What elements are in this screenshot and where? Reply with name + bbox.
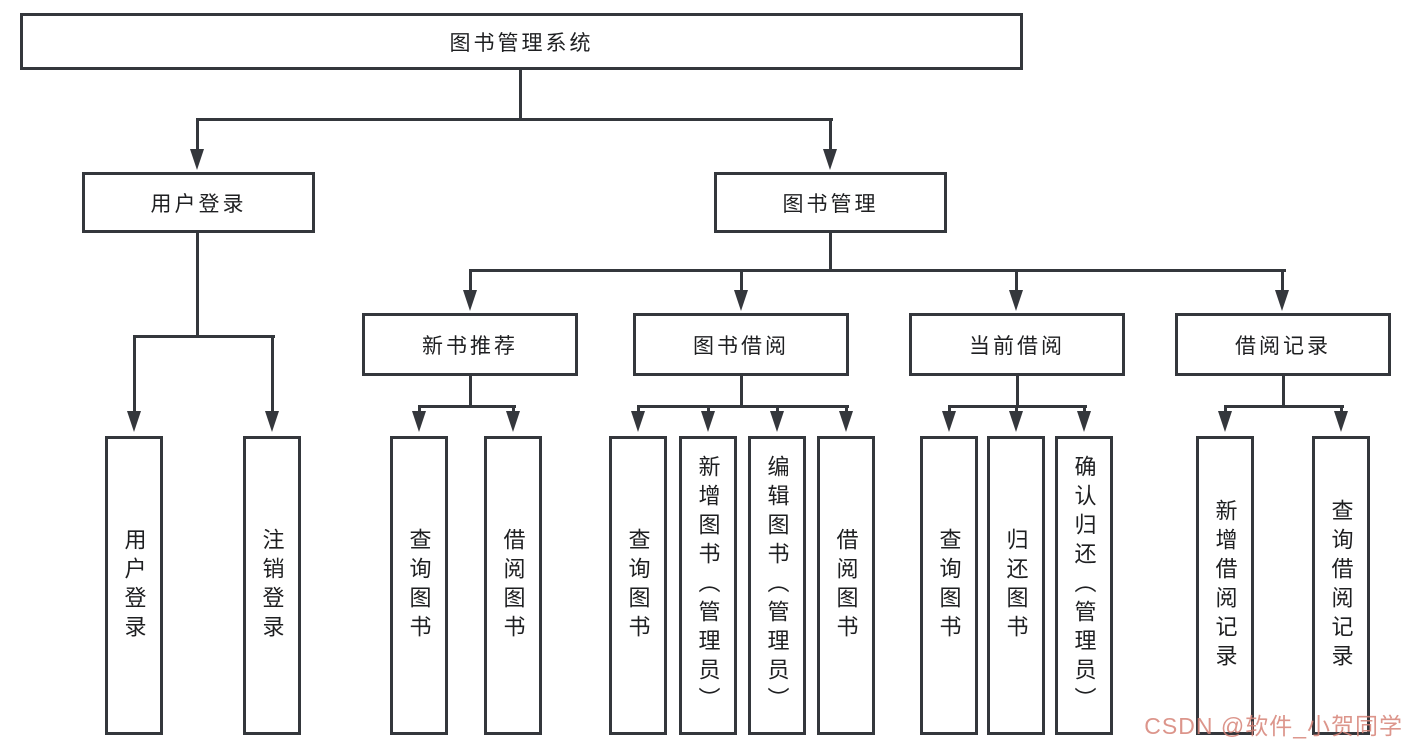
node-label: 查询图书 bbox=[936, 527, 962, 644]
connector-line bbox=[196, 118, 833, 121]
node-borrow-records: 借阅记录 bbox=[1175, 313, 1391, 376]
node-current-borrow: 当前借阅 bbox=[909, 313, 1125, 376]
node-new-book-recommend: 新书推荐 bbox=[362, 313, 578, 376]
connector-line bbox=[740, 374, 743, 407]
leaf-user-login: 用户登录 bbox=[105, 436, 163, 735]
arrowhead-icon bbox=[770, 411, 784, 432]
connector-line bbox=[740, 269, 743, 294]
node-label: 编辑图书（管理员） bbox=[764, 455, 790, 716]
node-library-management-system: 图书管理系统 bbox=[20, 13, 1023, 70]
arrowhead-icon bbox=[701, 411, 715, 432]
leaf-add-borrow-record: 新增借阅记录 bbox=[1196, 436, 1254, 735]
node-label: 新书推荐 bbox=[422, 334, 518, 358]
node-label: 归还图书 bbox=[1003, 527, 1029, 644]
leaf-confirm-return-admin: 确认归还（管理员） bbox=[1055, 436, 1113, 735]
connector-line bbox=[637, 405, 640, 414]
connector-line bbox=[469, 269, 472, 294]
node-label: 查询借阅记录 bbox=[1328, 498, 1354, 673]
connector-line bbox=[1083, 405, 1086, 414]
leaf-query-borrow-record: 查询借阅记录 bbox=[1312, 436, 1370, 735]
leaf-add-books-admin: 新增图书（管理员） bbox=[679, 436, 737, 735]
node-label: 确认归还（管理员） bbox=[1071, 455, 1097, 716]
node-label: 新增借阅记录 bbox=[1212, 498, 1238, 673]
connector-line bbox=[133, 335, 136, 414]
connector-line bbox=[707, 405, 710, 414]
node-user-login: 用户登录 bbox=[82, 172, 315, 233]
node-label: 借阅图书 bbox=[500, 527, 526, 644]
leaf-logout: 注销登录 bbox=[243, 436, 301, 735]
connector-line bbox=[519, 69, 522, 120]
connector-line bbox=[1224, 405, 1227, 414]
connector-line bbox=[829, 232, 832, 271]
arrowhead-icon bbox=[1218, 411, 1232, 432]
connector-line bbox=[418, 405, 421, 414]
connector-line bbox=[418, 405, 516, 408]
connector-line bbox=[1282, 374, 1285, 407]
node-book-management: 图书管理 bbox=[714, 172, 947, 233]
connector-line bbox=[1015, 405, 1018, 414]
node-label: 借阅图书 bbox=[833, 527, 859, 644]
node-label: 注销登录 bbox=[259, 527, 285, 644]
node-label: 当前借阅 bbox=[969, 334, 1065, 358]
node-label: 用户登录 bbox=[150, 192, 247, 216]
connector-line bbox=[512, 405, 515, 414]
leaf-return-books: 归还图书 bbox=[987, 436, 1045, 735]
connector-line bbox=[196, 232, 199, 337]
leaf-borrow-books: 借阅图书 bbox=[817, 436, 875, 735]
connector-line bbox=[469, 374, 472, 407]
connector-line bbox=[776, 405, 779, 414]
arrowhead-icon bbox=[1275, 290, 1289, 311]
arrowhead-icon bbox=[190, 149, 204, 170]
leaf-query-books: 查询图书 bbox=[390, 436, 448, 735]
leaf-borrow-books: 借阅图书 bbox=[484, 436, 542, 735]
node-label: 用户登录 bbox=[121, 527, 147, 644]
node-label: 查询图书 bbox=[406, 527, 432, 644]
connector-line bbox=[1224, 405, 1344, 408]
connector-line bbox=[1281, 269, 1284, 294]
arrowhead-icon bbox=[1077, 411, 1091, 432]
csdn-watermark: CSDN @软件_小贺同学 bbox=[1144, 713, 1403, 739]
connector-line bbox=[1015, 269, 1018, 294]
node-label: 借阅记录 bbox=[1235, 334, 1331, 358]
connector-line bbox=[829, 118, 832, 152]
node-label: 图书管理系统 bbox=[449, 31, 594, 55]
node-label: 查询图书 bbox=[625, 527, 651, 644]
leaf-query-books: 查询图书 bbox=[609, 436, 667, 735]
arrowhead-icon bbox=[1334, 411, 1348, 432]
node-label: 图书借阅 bbox=[693, 334, 789, 358]
arrowhead-icon bbox=[265, 411, 279, 432]
leaf-edit-books-admin: 编辑图书（管理员） bbox=[748, 436, 806, 735]
arrowhead-icon bbox=[631, 411, 645, 432]
connector-line bbox=[469, 269, 1286, 272]
node-book-borrow: 图书借阅 bbox=[633, 313, 849, 376]
arrowhead-icon bbox=[823, 149, 837, 170]
arrowhead-icon bbox=[412, 411, 426, 432]
connector-line bbox=[845, 405, 848, 414]
arrowhead-icon bbox=[1009, 411, 1023, 432]
arrowhead-icon bbox=[127, 411, 141, 432]
arrowhead-icon bbox=[942, 411, 956, 432]
connector-line bbox=[637, 405, 849, 408]
node-label: 新增图书（管理员） bbox=[695, 455, 721, 716]
leaf-query-books: 查询图书 bbox=[920, 436, 978, 735]
connector-line bbox=[948, 405, 951, 414]
connector-line bbox=[1340, 405, 1343, 414]
connector-line bbox=[196, 118, 199, 152]
arrowhead-icon bbox=[839, 411, 853, 432]
connector-line bbox=[1016, 374, 1019, 407]
connector-line bbox=[133, 335, 275, 338]
node-label: 图书管理 bbox=[782, 192, 879, 216]
arrowhead-icon bbox=[734, 290, 748, 311]
connector-line bbox=[271, 335, 274, 414]
arrowhead-icon bbox=[463, 290, 477, 311]
arrowhead-icon bbox=[1009, 290, 1023, 311]
arrowhead-icon bbox=[506, 411, 520, 432]
